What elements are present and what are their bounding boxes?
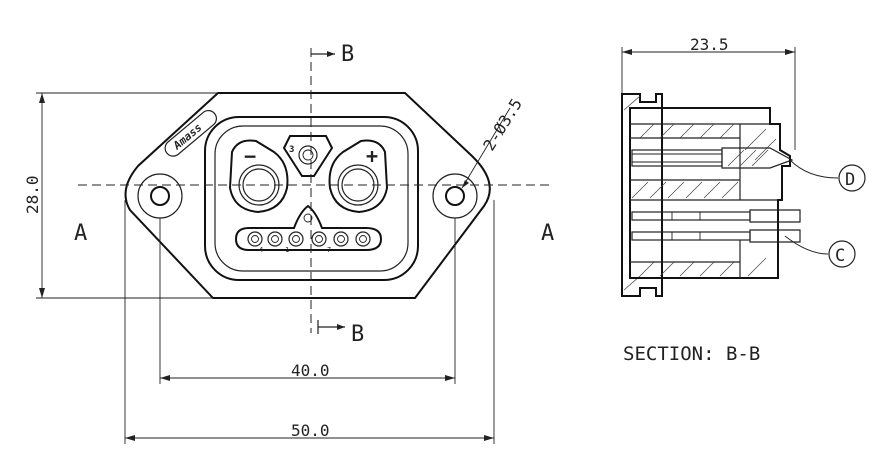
housing-outer — [204, 116, 419, 281]
section-a-right-label: A — [541, 221, 554, 246]
hatching-middle — [630, 179, 778, 201]
flange-outline — [124, 92, 491, 299]
overall-width-dimension: 50.0 — [124, 200, 495, 444]
section-b-top: B — [311, 42, 354, 67]
signal-pin-top — [282, 135, 334, 177]
detail-c-label: C — [835, 246, 845, 266]
signal-top-label: 3 — [289, 145, 294, 155]
signal-pin-1 — [247, 231, 263, 247]
signal-pin-6 — [355, 231, 371, 247]
front-view: − + 3 4 1 7 Amass B B A A 2-Ø3.5 — [23, 42, 554, 444]
mount-hole-right — [432, 173, 478, 219]
overall-width-value: 50.0 — [291, 421, 330, 440]
power-contact-section — [631, 147, 794, 169]
detail-d-callout: D — [789, 159, 866, 192]
signal-pin-3 — [288, 231, 304, 247]
section-view: 23.5 — [621, 35, 866, 365]
detail-d-label: D — [845, 170, 855, 190]
hatching-top — [639, 123, 777, 161]
signal-row-label-4: 4 — [259, 246, 263, 254]
height-dimension: 28.0 — [23, 92, 218, 299]
hole-callout-leader — [461, 107, 511, 189]
section-a-left-label: A — [74, 221, 87, 246]
signal-pin-2 — [267, 231, 283, 247]
hole-callout-text: 2-Ø3.5 — [479, 95, 526, 154]
signal-row-label-7: 7 — [327, 246, 331, 254]
section-b-bottom-label: B — [351, 322, 364, 347]
section-housing — [629, 107, 791, 279]
depth-dimension-value: 23.5 — [690, 35, 729, 54]
section-b-top-label: B — [341, 42, 354, 67]
mount-hole-left — [137, 173, 183, 219]
plus-label: + — [366, 144, 378, 168]
signal-contact-lower — [631, 229, 801, 243]
section-b-bottom: B — [317, 320, 364, 347]
minus-label: − — [244, 144, 256, 168]
plus-pin-pocket — [328, 139, 389, 214]
minus-pin-pocket — [228, 139, 289, 214]
height-dimension-value: 28.0 — [23, 175, 42, 214]
signal-pin-4 — [311, 231, 327, 247]
signal-contact-upper — [631, 209, 801, 223]
hole-spacing-value: 40.0 — [291, 361, 330, 380]
signal-pin-5 — [333, 231, 349, 247]
hatching-bottom — [639, 257, 767, 277]
detail-c-callout: C — [784, 235, 856, 268]
depth-dimension: 23.5 — [621, 35, 796, 150]
section-caption: SECTION: B-B — [623, 343, 760, 365]
hole-spacing-dimension: 40.0 — [159, 218, 456, 384]
signal-pin-row — [234, 204, 383, 251]
signal-row-label-1: 1 — [285, 246, 289, 254]
